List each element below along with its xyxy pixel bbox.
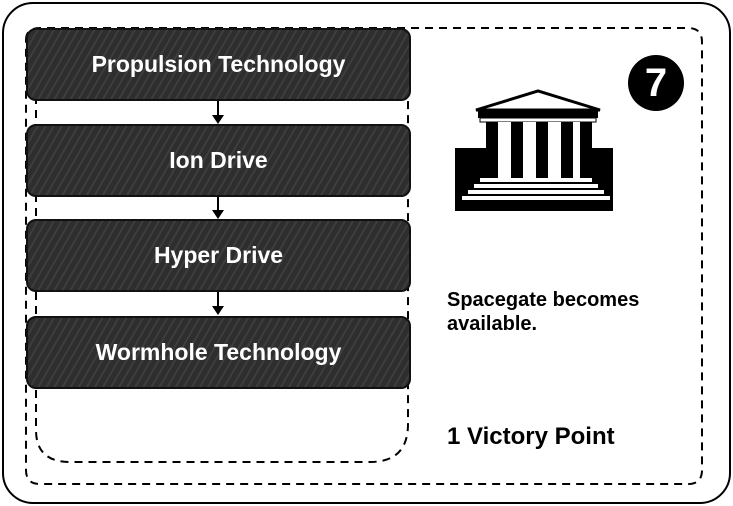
arrow-2 (212, 195, 224, 219)
tech-box-ion-drive: Ion Drive (26, 124, 411, 197)
museum-building-icon (455, 89, 613, 211)
tech-label: Propulsion Technology (91, 51, 346, 77)
tech-label: Wormhole Technology (95, 339, 342, 365)
tech-box-wormhole-technology: Wormhole Technology (26, 316, 411, 389)
description-text: Spacegate becomes available. (447, 289, 640, 335)
arrow-down-icon (212, 210, 224, 219)
arrow-down-icon (212, 306, 224, 315)
tech-column-dashed-region (35, 40, 409, 463)
arrow-3 (212, 291, 224, 315)
tech-label: Ion Drive (169, 147, 268, 173)
tech-box-hyper-drive: Hyper Drive (26, 219, 411, 292)
tech-box-propulsion-technology: Propulsion Technology (26, 28, 411, 101)
arrow-down-icon (212, 115, 224, 124)
arrow-1 (212, 99, 224, 124)
victory-points-text: 1 Victory Point (447, 423, 615, 450)
victory-point-badge: 7 (628, 55, 684, 111)
tech-label: Hyper Drive (153, 242, 284, 268)
